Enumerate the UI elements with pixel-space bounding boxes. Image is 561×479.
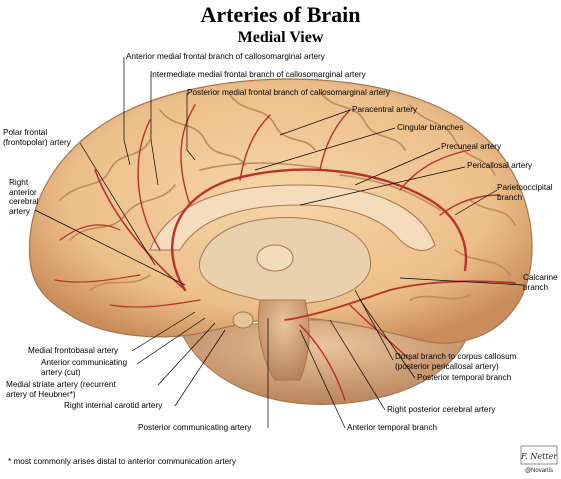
hemisphere-shape (28, 78, 533, 344)
label-medial-frontobasal: Medial frontobasal artery (28, 346, 119, 355)
label-posterior-communicating: Posterior communicating artery (138, 423, 252, 432)
label-calcarine: Calcarine branch (523, 273, 558, 292)
label-pericallosal: Pericallosal artery (467, 161, 533, 170)
leader-lines (34, 57, 524, 429)
label-right-internal-carotid: Right internal carotid artery (64, 401, 163, 410)
arteries (54, 104, 516, 401)
label-posterior-medial-frontal: Posterior medial frontal branch of callo… (187, 88, 390, 97)
label-precuneal: Precuneal artery (441, 142, 502, 151)
label-anterior-medial-frontal: Anterior medial frontal branch of callos… (126, 52, 325, 61)
label-right-posterior-cerebral: Right posterior cerebral artery (387, 405, 496, 414)
label-right-anterior-cerebral: Right anterior cerebral artery (9, 178, 39, 216)
label-parietooccipital: Parietooccipital branch (497, 183, 553, 202)
logo-signature: F. Netter (520, 452, 558, 461)
label-polar-frontal: Polar frontal (frontopolar) artery (3, 128, 71, 147)
footnote: * most commonly arises distal to anterio… (8, 457, 236, 466)
label-paracentral: Paracentral artery (352, 105, 418, 114)
label-cingular: Cingular branches (397, 123, 464, 132)
page-title: Arteries of Brain (200, 2, 361, 27)
label-anterior-temporal: Anterior temporal branch (347, 423, 438, 432)
netter-logo: F. Netter @Novartis (519, 444, 559, 474)
corpus-callosum (149, 184, 436, 251)
label-dorsal-corpus-callosum: Dorsal branch to corpus callosum (poster… (395, 352, 517, 371)
label-posterior-temporal: Posterior temporal branch (417, 373, 512, 382)
interthalamic-adhesion (256, 244, 294, 272)
label-intermediate-medial-frontal: Intermediate medial frontal branch of ca… (150, 70, 366, 79)
label-anterior-communicating: Anterior communicating artery (cut) (41, 358, 128, 377)
copyright-text: @Novartis (525, 468, 553, 474)
label-medial-striate: Medial striate artery (recurrent artery … (6, 380, 116, 399)
brainstem (257, 299, 310, 381)
gyri (59, 91, 516, 301)
page-subtitle: Medial View (237, 29, 324, 46)
optic-chiasm (232, 311, 254, 329)
